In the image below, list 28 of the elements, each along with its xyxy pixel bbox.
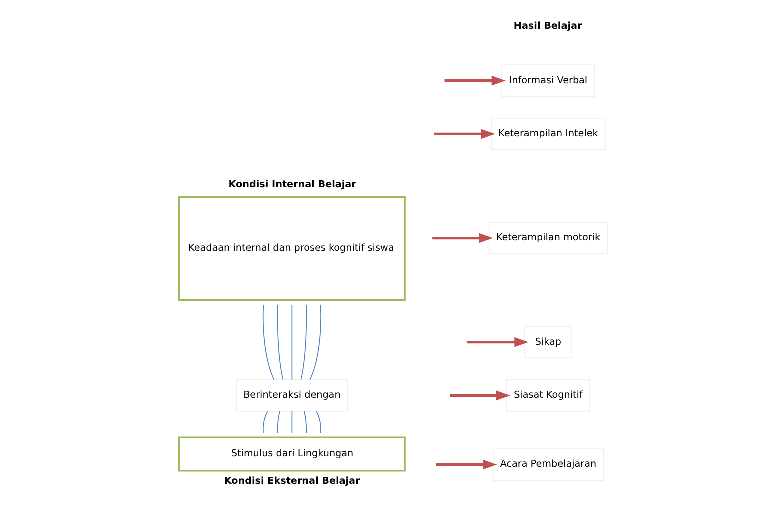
connector	[303, 411, 307, 434]
arrow	[466, 337, 528, 348]
connector	[291, 411, 292, 434]
node-box: Stimulus dari Lingkungan	[178, 436, 406, 472]
connector	[262, 411, 268, 434]
arrow	[450, 390, 510, 401]
arrow	[436, 460, 497, 470]
connector	[262, 304, 274, 380]
node-box: Acara Pembelajaran	[492, 448, 604, 481]
node-label: Kondisi Internal Belajar	[228, 179, 356, 190]
connector	[291, 304, 292, 380]
node-box: Keterampilan motorik	[488, 222, 608, 254]
node-box: Keterampilan Intelek	[490, 118, 606, 150]
connector	[309, 304, 321, 380]
node-box: Siasat Kognitif	[506, 380, 590, 412]
node-box: Keadaan internal dan proses kognitif siswa	[178, 196, 406, 302]
node-box: Berinteraksi dengan	[236, 380, 348, 412]
arrow	[444, 76, 506, 86]
connector	[300, 304, 307, 380]
arrow	[432, 233, 493, 244]
node-label: Kondisi Eksternal Belajar	[224, 476, 360, 487]
connector	[316, 411, 321, 434]
connector	[276, 304, 284, 380]
node-box: Sikap	[524, 326, 572, 359]
node-box: Informasi Verbal	[501, 64, 595, 97]
label: Hasil Belajar	[513, 21, 582, 32]
arrow	[434, 129, 495, 140]
connector	[276, 411, 280, 434]
